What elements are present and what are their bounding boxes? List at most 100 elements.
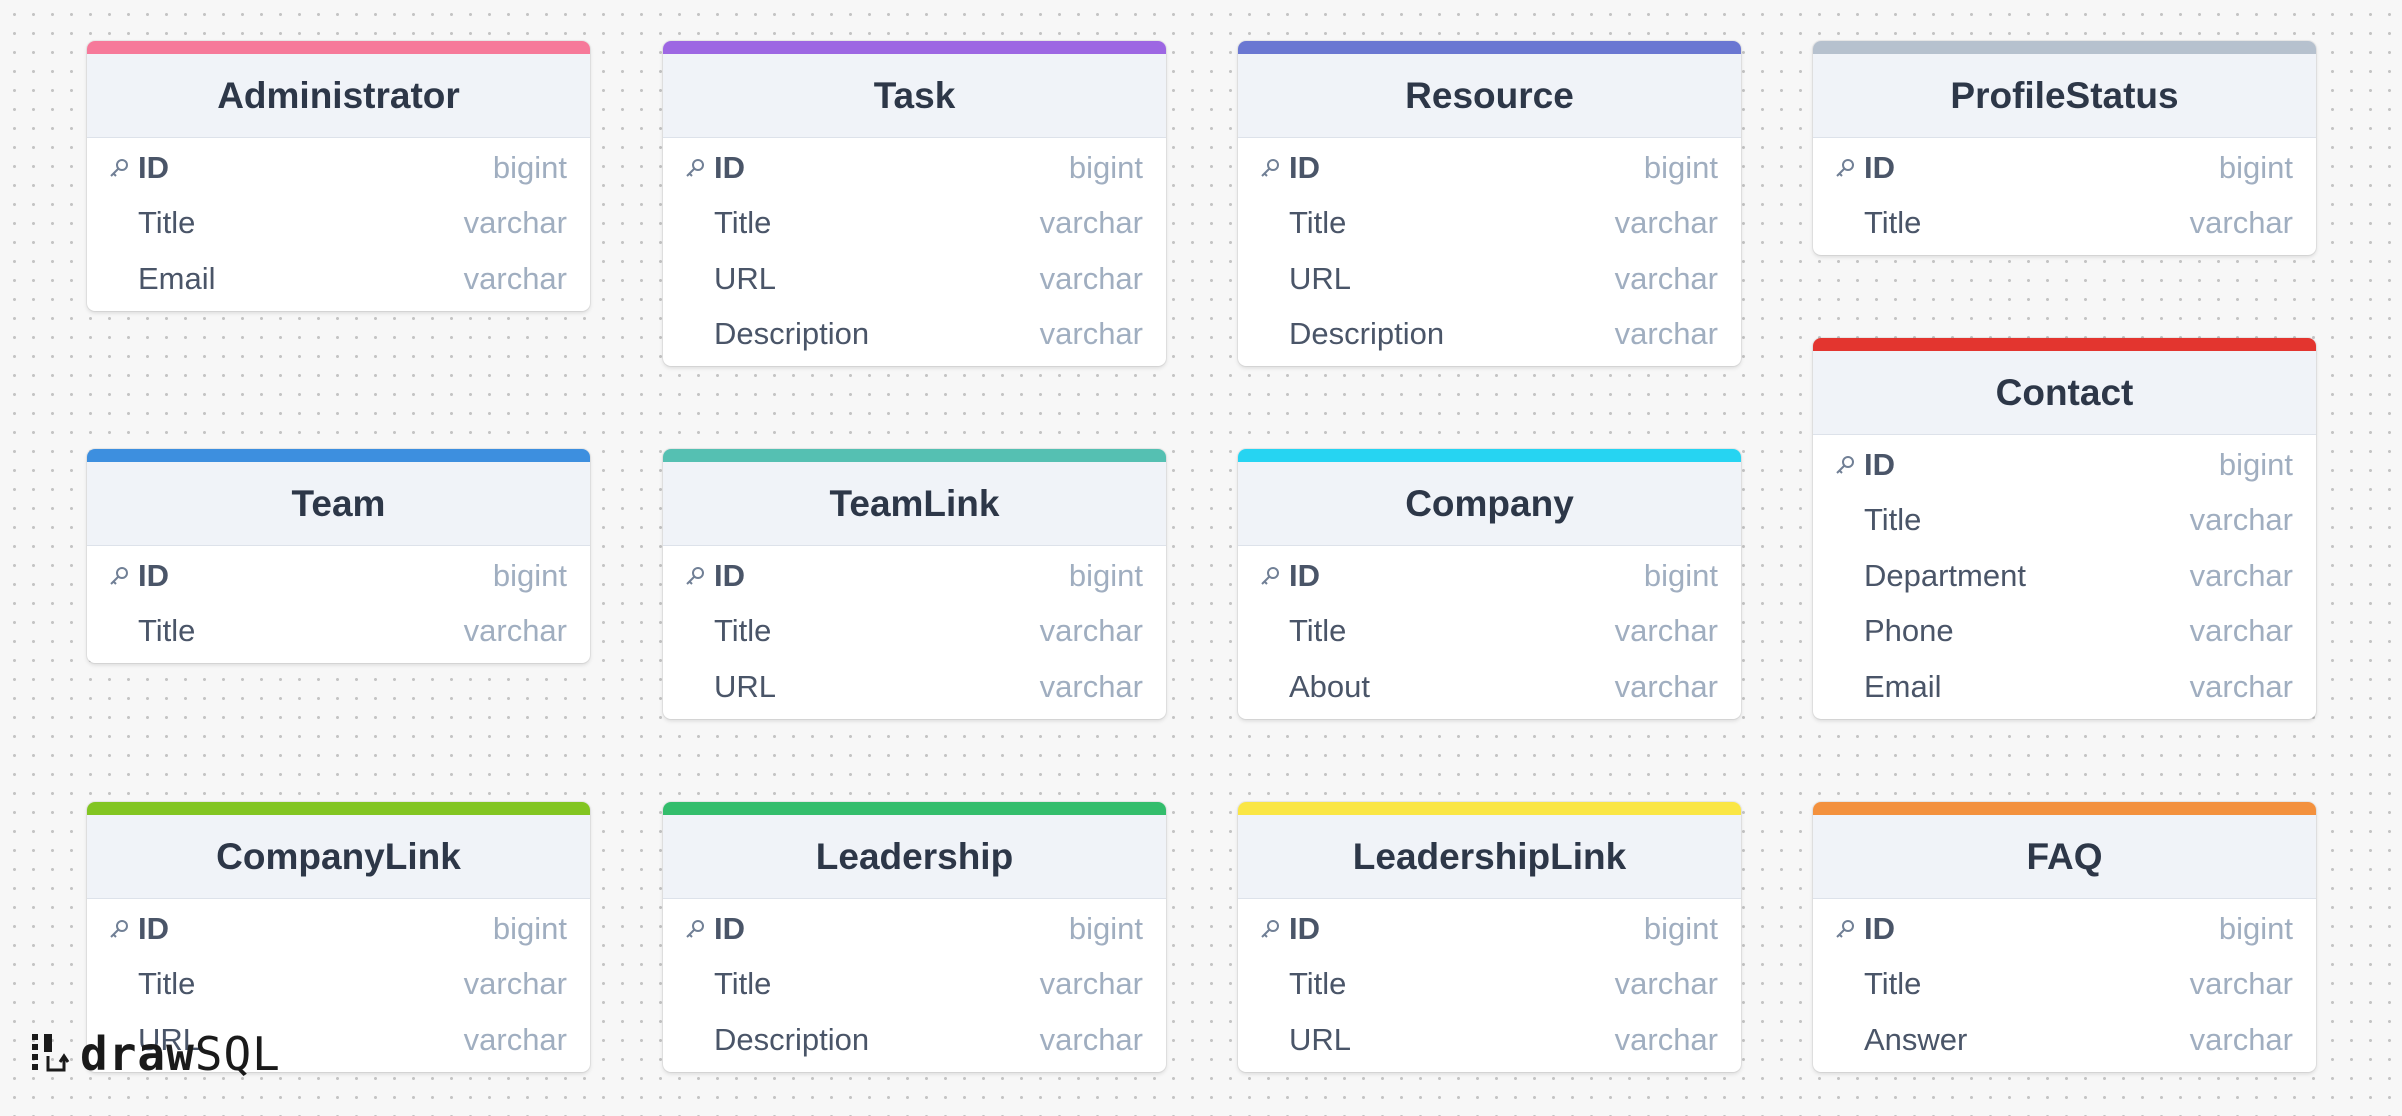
column-type: bigint [2218, 446, 2293, 482]
table-title[interactable]: Leadership [663, 815, 1166, 899]
column-type: varchar [2189, 502, 2293, 538]
table-title[interactable]: Company [1238, 462, 1741, 546]
column-name: ID [714, 557, 745, 593]
column-name: ID [1864, 446, 1895, 482]
table-color-bar [87, 41, 590, 54]
column-type: varchar [1039, 668, 1143, 704]
table-title[interactable]: Administrator [87, 54, 590, 138]
table-title[interactable]: CompanyLink [87, 815, 590, 899]
column-type: varchar [463, 613, 567, 649]
primary-key-icon [1259, 565, 1289, 587]
table-title[interactable]: Team [87, 462, 590, 546]
primary-key-icon [684, 157, 714, 179]
column-name: Title [1289, 966, 1347, 1002]
column-name: Title [1289, 205, 1347, 241]
primary-key-icon [684, 918, 714, 940]
table-title[interactable]: Contact [1813, 351, 2316, 435]
column-name: ID [138, 557, 169, 593]
table-title[interactable]: Resource [1238, 54, 1741, 138]
table-title[interactable]: FAQ [1813, 815, 2316, 899]
column-type: bigint [1643, 149, 1718, 185]
column-row[interactable]: ID bigint [1813, 437, 2316, 493]
column-name: Email [138, 260, 216, 296]
table-title[interactable]: TeamLink [663, 462, 1166, 546]
logo-word-draw: draw [80, 1027, 195, 1081]
column-type: bigint [492, 149, 567, 185]
column-type: varchar [1039, 316, 1143, 352]
column-type: varchar [1039, 613, 1143, 649]
table-color-bar [87, 449, 590, 462]
table-title[interactable]: ProfileStatus [1813, 54, 2316, 138]
table-color-bar [663, 449, 1166, 462]
column-type: varchar [1039, 260, 1143, 296]
column-name: Department [1864, 557, 2026, 593]
primary-key-icon [684, 565, 714, 587]
column-type: varchar [1039, 205, 1143, 241]
table-color-bar [1813, 41, 2316, 54]
column-type: varchar [1039, 1021, 1143, 1057]
column-name: ID [138, 910, 169, 946]
column-name: Phone [1864, 613, 1954, 649]
column-name: ID [1289, 149, 1320, 185]
table-title[interactable]: Task [663, 54, 1166, 138]
column-type: varchar [463, 966, 567, 1002]
column-row[interactable]: ID bigint [1238, 140, 1741, 196]
table-title[interactable]: LeadershipLink [1238, 815, 1741, 899]
column-name: Title [1289, 613, 1347, 649]
column-type: bigint [2218, 910, 2293, 946]
column-name: URL [1289, 260, 1352, 296]
